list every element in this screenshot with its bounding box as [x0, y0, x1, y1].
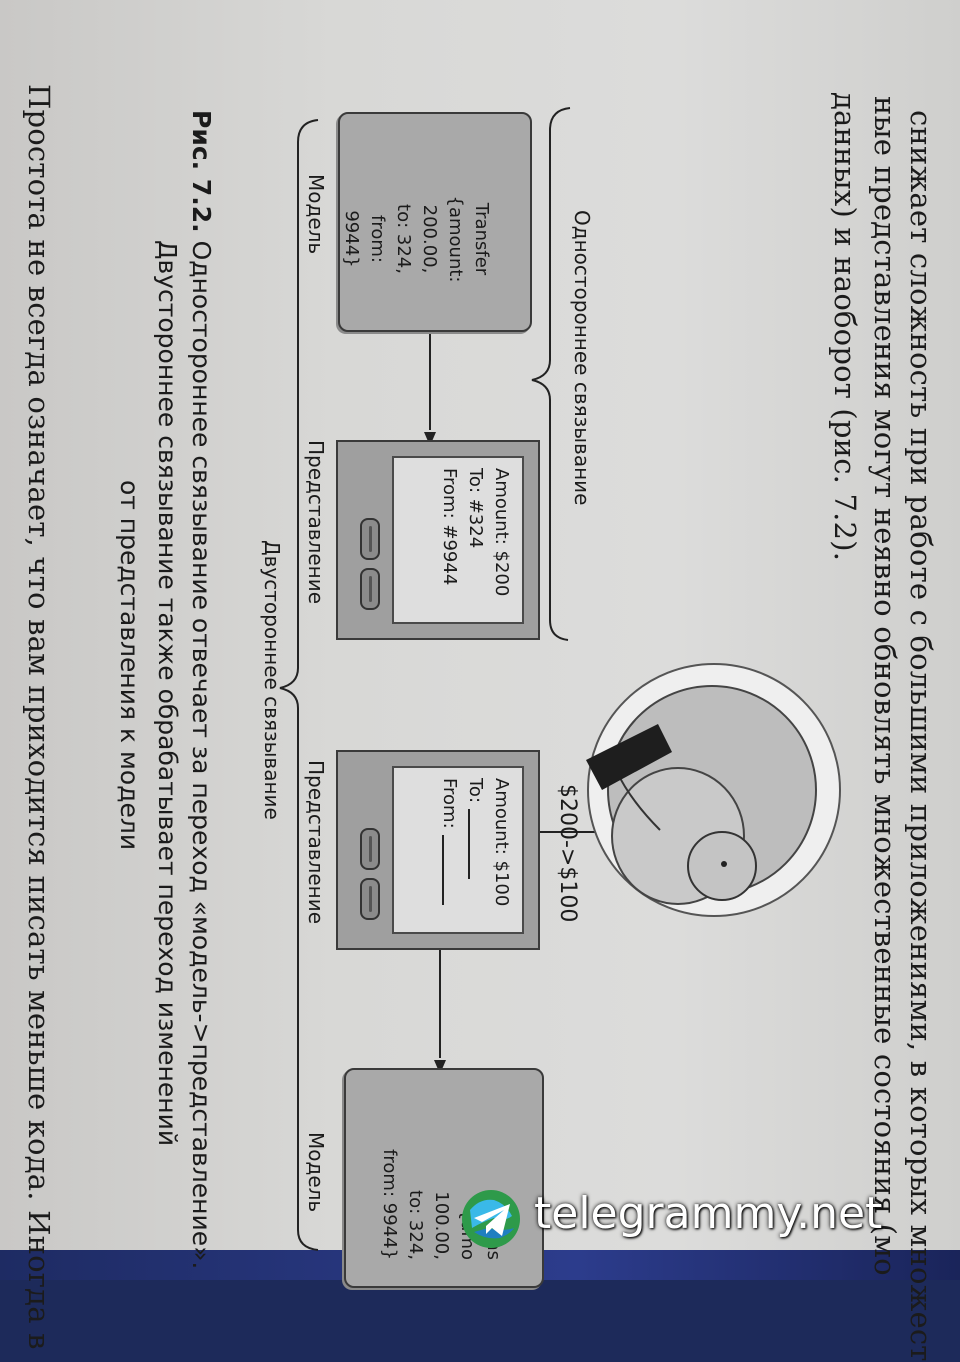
- book-page: снижает сложность при работе с большими …: [0, 0, 960, 1280]
- right-view-text: Amount: $100 To: From:: [436, 778, 514, 906]
- left-model-caption: Модель: [304, 174, 328, 255]
- right-view-screen: Amount: $100 To: From:: [392, 766, 524, 934]
- telegram-globe-icon: [462, 1190, 520, 1248]
- model-line: to: 324,: [405, 1190, 426, 1260]
- user-figure-icon: [586, 663, 841, 917]
- right-view-box: Amount: $100 To: From:: [336, 750, 540, 950]
- view-line-to: To:: [462, 778, 488, 906]
- left-model-box: Transfer {amount: 200.00, to: 324, from:…: [338, 112, 532, 332]
- figure-caption-line-2: Двустороннее связывание также обрабатыва…: [153, 240, 182, 1147]
- change-label: $200->$100: [555, 784, 580, 923]
- arrow-head-1: [424, 432, 436, 446]
- bottom-paragraph-line: Простота не всегда означает, что вам при…: [22, 84, 56, 1350]
- model-line: {amount:: [445, 195, 466, 283]
- view-button-icon: [360, 828, 380, 870]
- view-line: From: #9944: [439, 468, 460, 586]
- left-view-screen: Amount: $200 To: #324 From: #9944: [392, 456, 524, 624]
- one-way-binding-label: Одностороннее связывание: [570, 210, 594, 506]
- left-view-box: Amount: $200 To: #324 From: #9944: [336, 440, 540, 640]
- watermark-text: telegrammy.net: [534, 1188, 883, 1239]
- right-view-caption: Представление: [304, 760, 328, 925]
- model-line: 100.00,: [431, 1191, 452, 1260]
- model-line: to: 324,: [393, 204, 414, 274]
- model-line: 200.00,: [419, 204, 440, 274]
- figure-number: Рис. 7.2.: [187, 110, 216, 233]
- figure-lines: [279, 107, 841, 1251]
- view-button-icon: [360, 518, 380, 560]
- arrow-head-2: [434, 1060, 446, 1074]
- model-line: from: 9944}: [341, 210, 388, 268]
- view-button-icon: [360, 878, 380, 920]
- one-way-brace: [531, 107, 571, 641]
- two-way-binding-label: Двустороннее связывание: [260, 540, 284, 820]
- view-line: Amount: $200: [491, 468, 512, 597]
- left-view-caption: Представление: [304, 440, 328, 605]
- model-line: Transfer: [471, 202, 492, 276]
- figure-caption-line-1: Рис. 7.2. Одностороннее связывание отвеч…: [187, 110, 216, 1269]
- left-view-text: Amount: $200 To: #324 From: #9944: [436, 468, 514, 596]
- view-line: Amount: $100: [491, 778, 512, 907]
- right-model-caption: Модель: [304, 1132, 328, 1213]
- view-line-from: From:: [436, 778, 462, 906]
- figure-caption-line-3: от представления к модели: [115, 480, 144, 851]
- watermark: telegrammy.net: [456, 1186, 956, 1250]
- right-model-box: Trans {amo 100.00, to: 324, from: 9944}: [344, 1068, 544, 1288]
- left-model-text: Transfer {amount: 200.00, to: 324, from:…: [338, 184, 494, 294]
- view-button-icon: [360, 568, 380, 610]
- view-line: To: #324: [465, 468, 486, 549]
- caption-text-1: Одностороннее связывание отвечает за пер…: [187, 240, 216, 1270]
- model-line: from: 9944}: [379, 1149, 400, 1260]
- two-way-brace: [279, 119, 319, 1251]
